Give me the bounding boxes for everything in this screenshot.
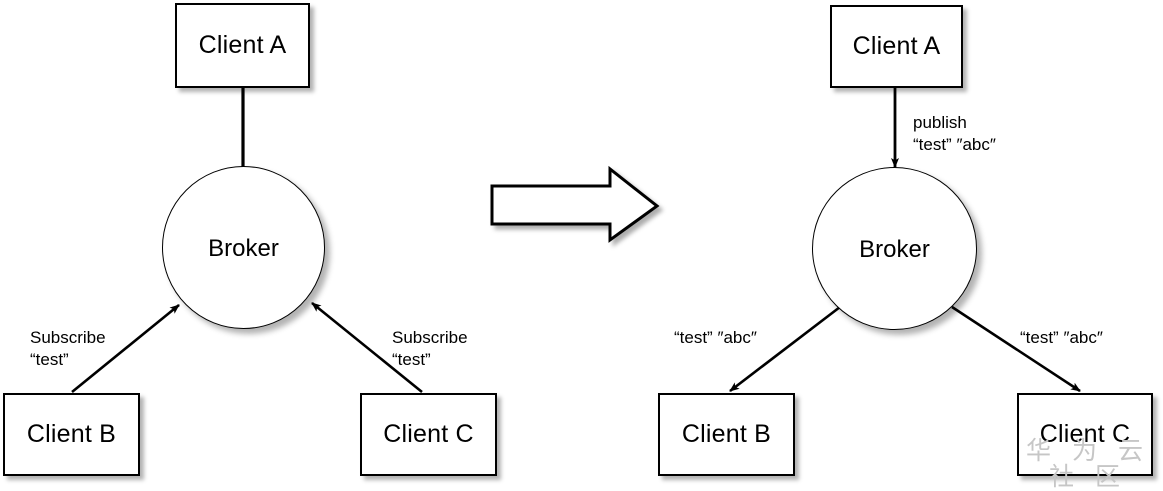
right-broker-clientb-line1: “test” ″abc″ [674,328,757,347]
right-client-a-label: Client A [852,32,941,60]
right-broker-label: Broker [859,236,930,263]
right-client-a-box[interactable]: Client A [830,5,963,88]
edge-left-clientb-broker [71,303,180,394]
left-client-c-subscribe-line1: Subscribe [392,328,468,347]
right-broker-clientb-label: “test” ″abc″ [674,327,757,349]
right-client-c-box[interactable]: Client C [1017,393,1153,476]
right-broker-circle[interactable]: Broker [812,167,977,330]
right-publish-label: publish “test” ″abc″ [913,112,996,156]
right-publish-line2: “test” ″abc″ [913,134,996,154]
left-broker-circle[interactable]: Broker [162,166,325,329]
right-broker-clientc-line1: “test” ″abc″ [1020,328,1103,347]
edge-left-clientc-broker [311,301,423,394]
left-client-b-subscribe-line1: Subscribe [30,328,106,347]
right-client-c-label: Client C [1039,420,1131,448]
left-client-c-label: Client C [383,420,474,448]
edge-right-broker-clientc [951,305,1081,393]
right-broker-clientc-label: “test” ″abc″ [1020,327,1103,349]
right-client-b-label: Client B [681,420,772,448]
left-client-b-box[interactable]: Client B [3,393,140,476]
left-client-c-subscribe-label: Subscribe “test” [392,327,468,371]
big-right-arrow [490,165,660,243]
left-client-b-subscribe-line2: “test” [30,349,69,369]
left-client-c-box[interactable]: Client C [360,393,497,476]
left-client-a-label: Client A [198,31,287,59]
right-publish-line1: publish [913,113,967,132]
left-broker-label: Broker [208,235,279,262]
left-client-b-label: Client B [26,420,117,448]
edge-right-broker-clientb [729,305,841,393]
right-client-b-box[interactable]: Client B [658,393,795,476]
left-client-a-box[interactable]: Client A [175,3,310,88]
left-client-b-subscribe-label: Subscribe “test” [30,327,106,371]
left-client-c-subscribe-line2: “test” [392,349,431,369]
